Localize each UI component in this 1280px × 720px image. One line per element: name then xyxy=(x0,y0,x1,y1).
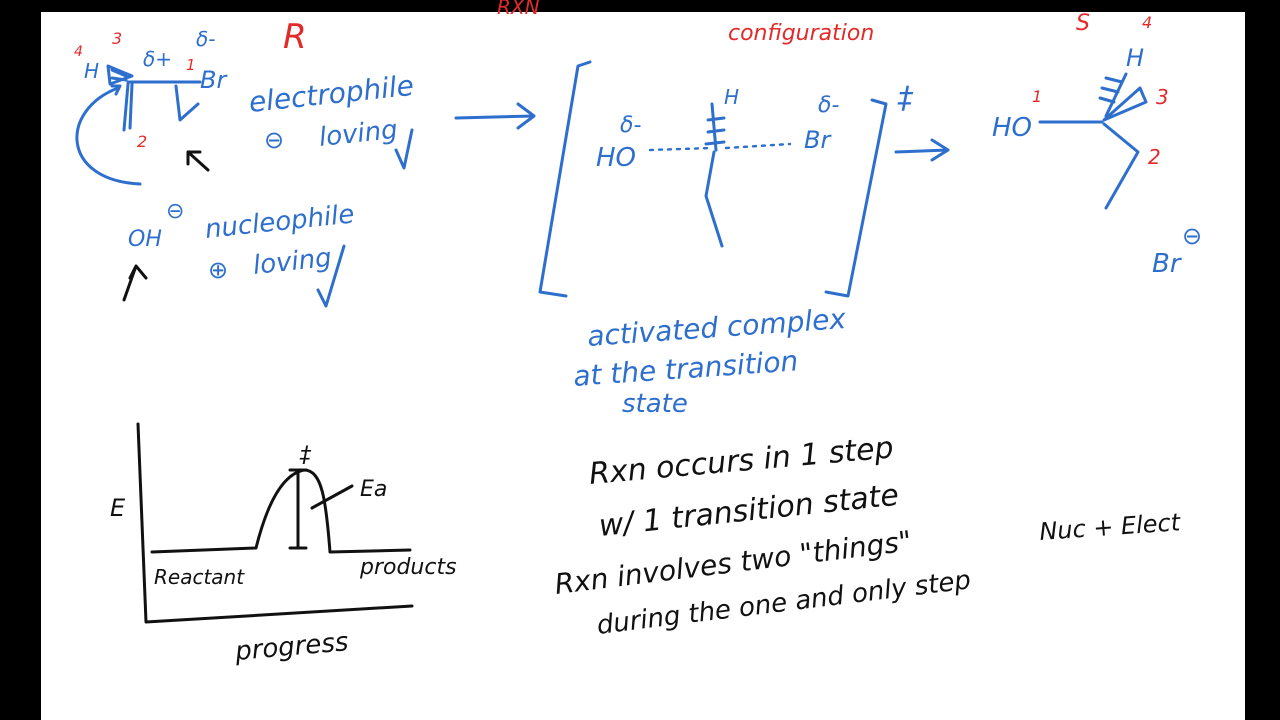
reactant-label: Reactant xyxy=(154,565,245,589)
s-configuration-label: S xyxy=(1076,11,1090,36)
checkmark-icon xyxy=(394,128,414,170)
attack-arrow xyxy=(75,84,142,186)
priority-2-label: 2 xyxy=(137,132,147,151)
priority-1-label: 1 xyxy=(186,56,196,74)
ts-central-carbon xyxy=(704,102,726,152)
reaction-notes: Rxn occurs in 1 step w/ 1 transition sta… xyxy=(553,430,1183,640)
electrophile-loving-text: loving xyxy=(318,115,399,153)
reaction-arrow-2 xyxy=(894,138,950,162)
product-molecule: 1 HO 4 H 3 2 Br ⊖ xyxy=(992,13,1202,279)
peak-double-dagger: ‡ xyxy=(299,443,312,468)
ts-partial-bond-left xyxy=(648,146,714,152)
hydroxide-label: OH xyxy=(128,227,162,252)
product-priority-1: 1 xyxy=(1032,87,1042,106)
nucleophile-loving-text: loving xyxy=(252,243,333,281)
bromine-label: Br xyxy=(200,66,228,94)
delta-plus-label: δ+ xyxy=(143,47,172,71)
ts-delta-left: δ- xyxy=(620,113,641,138)
ea-pointer xyxy=(310,484,354,510)
ts-delta-right: δ- xyxy=(818,93,839,118)
ts-h-label: H xyxy=(724,85,739,109)
double-dagger-symbol: ‡ xyxy=(897,81,914,116)
ts-ho-label: HO xyxy=(596,143,636,173)
hashed-bond xyxy=(1098,72,1128,118)
black-pointer-arrow xyxy=(186,150,210,172)
energy-axes xyxy=(136,422,414,624)
leaving-arrow xyxy=(174,84,200,122)
state-text: state xyxy=(622,389,688,419)
activation-energy-marker xyxy=(288,468,308,550)
electrophile-text: electrophile xyxy=(247,69,415,119)
product-chain-bond xyxy=(1102,122,1140,210)
checkmark-icon xyxy=(316,244,346,308)
rxn-partial-label: RXN xyxy=(497,0,540,19)
reaction-arrow-1 xyxy=(454,102,536,130)
delta-minus-label: δ- xyxy=(196,27,215,51)
nucleophile-text: nucleophile xyxy=(204,199,356,244)
ts-partial-bond-right xyxy=(724,142,792,150)
energy-diagram: E ‡ Ea Reactant products progress xyxy=(110,422,457,667)
hydroxide-charge: ⊖ xyxy=(166,199,184,224)
hydrogen-label: H xyxy=(84,59,99,83)
priority-3-label: 3 xyxy=(112,29,122,48)
left-bracket xyxy=(538,60,592,298)
bromide-charge: ⊖ xyxy=(1182,222,1202,250)
wedge-bond xyxy=(1102,86,1148,122)
ea-label: Ea xyxy=(360,477,387,502)
minus-circle-symbol: ⊖ xyxy=(264,126,284,154)
activated-complex-text: activated complex xyxy=(586,302,847,353)
configuration-label: configuration xyxy=(728,21,874,46)
black-up-arrow xyxy=(122,264,148,302)
x-axis-label: progress xyxy=(233,627,350,667)
products-label: products xyxy=(359,555,457,580)
bromide-label: Br xyxy=(1152,249,1183,279)
whiteboard-canvas xyxy=(41,12,1245,720)
product-priority-3: 3 xyxy=(1156,85,1169,109)
r-configuration-label: R xyxy=(283,17,307,57)
right-bracket xyxy=(824,98,888,298)
priority-4-label: 4 xyxy=(74,44,83,60)
note-nuc-elect: Nuc + Elect xyxy=(1038,508,1182,546)
product-priority-4: 4 xyxy=(1142,13,1152,32)
ts-chain-bond xyxy=(704,150,724,248)
product-ho-label: HO xyxy=(992,113,1032,143)
carbon-chain-bond xyxy=(122,82,134,132)
hashed-wedge-bond xyxy=(106,64,134,86)
transition-state: δ- HO H δ- Br ‡ xyxy=(538,60,914,298)
plus-circle-symbol: ⊕ xyxy=(208,256,228,284)
product-priority-2: 2 xyxy=(1148,145,1161,169)
ts-br-label: Br xyxy=(804,126,832,154)
substrate-molecule: 4 3 H δ+ δ- 1 Br 2 xyxy=(74,27,228,186)
y-axis-label: E xyxy=(110,494,126,522)
product-h-label: H xyxy=(1126,44,1144,72)
